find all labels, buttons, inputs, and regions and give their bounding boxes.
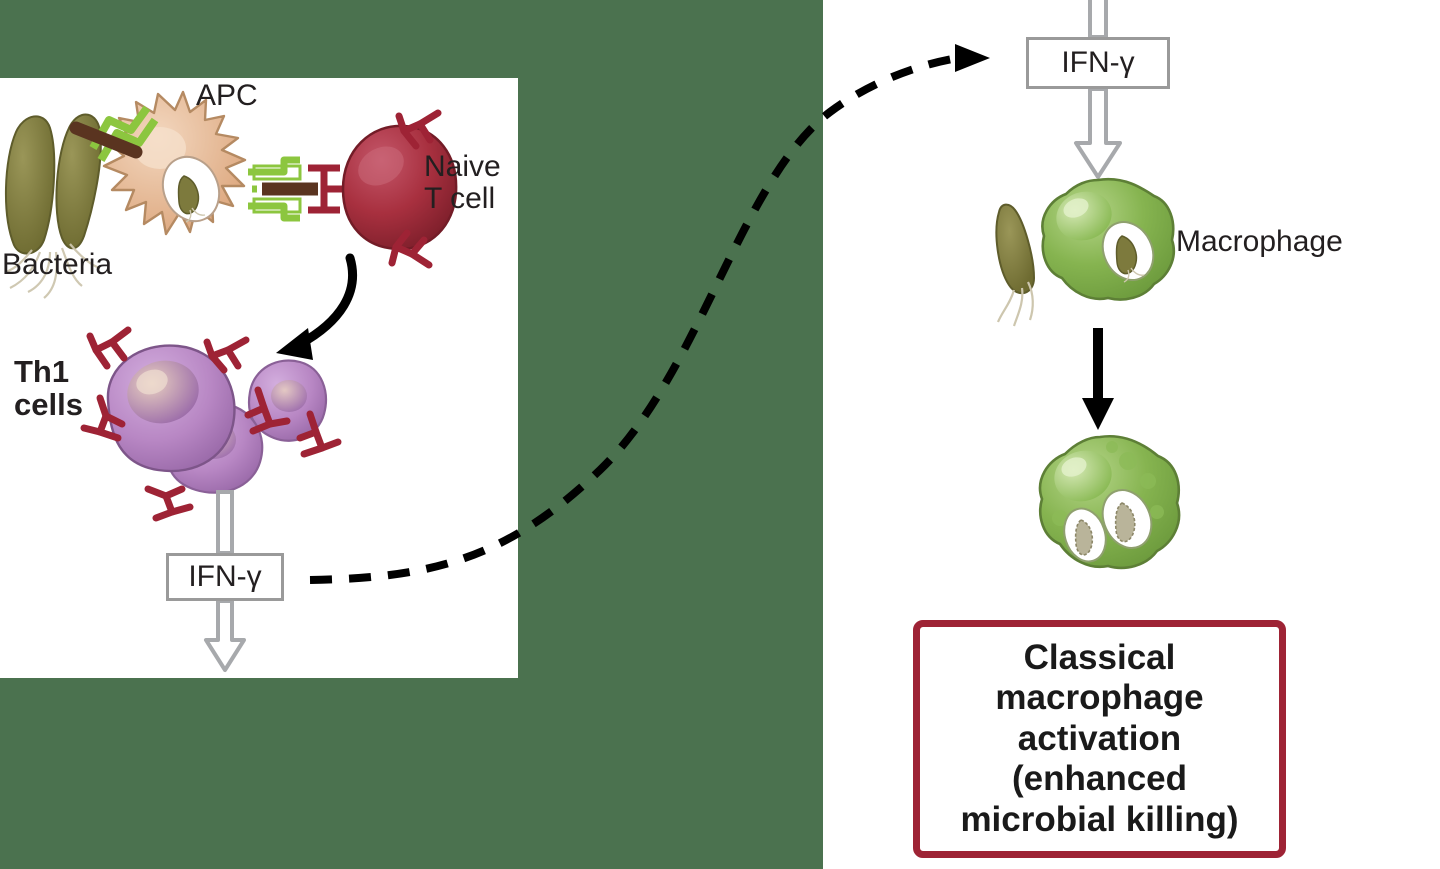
outcome-box: Classical macrophage activation (enhance… [913, 620, 1286, 858]
ifn-left-down-arrow [204, 599, 246, 672]
tcr-receptor-icon [388, 109, 442, 269]
macrophage-label: Macrophage [1176, 225, 1343, 258]
activation-arrow [1082, 328, 1114, 430]
dendritic-cell-icon [102, 90, 247, 236]
ifn-right-top-arrow [1088, 0, 1108, 39]
bacteria-label: Bacteria [2, 248, 113, 281]
apc-label: APC [196, 79, 258, 112]
ifn-gamma-box-right: IFN-γ [1026, 37, 1170, 89]
ifn-gamma-box-left: IFN-γ [166, 553, 284, 601]
naive-t-cell-label: Naive T cell [424, 150, 501, 215]
bacteria-icon [995, 203, 1036, 327]
th1-to-ifn-arrow [216, 490, 234, 555]
th1-cell-cluster-icon [106, 344, 328, 494]
ifn-relay-dashed-arrow [309, 44, 990, 584]
th1-cells-label: Th1 cells [14, 354, 83, 422]
th1-tcr-receptor-icon [80, 326, 342, 522]
activated-macrophage-icon [1038, 434, 1181, 570]
ifn-to-macrophage-arrow [1074, 87, 1122, 179]
mhc-tcr-synapse-icon [248, 156, 344, 222]
t-cell-icon [341, 124, 458, 251]
differentiation-arrow [276, 253, 358, 360]
mhc-peptide-complex-icon [69, 105, 159, 163]
macrophage-icon [1041, 177, 1175, 301]
